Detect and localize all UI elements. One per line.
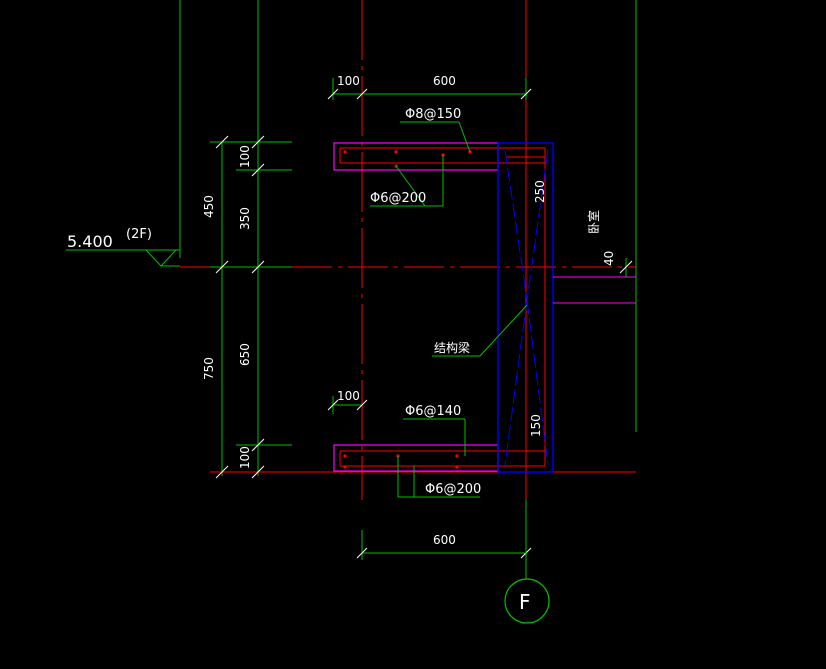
- rebar-label-top-main: Φ8@150: [405, 107, 461, 122]
- rebar-label-bottom-main: Φ6@140: [405, 404, 461, 419]
- dim-left-450: 450: [202, 195, 216, 218]
- dim-beam-150: 150: [529, 414, 543, 437]
- rebar-annotation-bottom-dist: Φ6@200: [397, 456, 481, 498]
- elevation-floor: (2F): [126, 227, 152, 242]
- top-dimension: 100 600: [327, 74, 532, 100]
- adjacent-slab: 40 卧室: [553, 210, 636, 304]
- rebar-annotation-top-main: Φ8@150: [400, 107, 471, 153]
- structural-beam: 250 150: [497, 142, 554, 473]
- elevation-marker: 5.400 (2F): [66, 227, 180, 267]
- beam-label: 结构梁: [434, 340, 470, 355]
- bottom-slab: [333, 444, 546, 472]
- elevation-value: 5.400: [67, 232, 113, 251]
- dim-bottom-600: 600: [433, 533, 456, 547]
- dim-top-100: 100: [337, 74, 360, 88]
- bottom-dimension-100: 100: [327, 389, 368, 414]
- axis-lines: [180, 0, 637, 580]
- room-label: 卧室: [586, 210, 601, 234]
- dim-inner-100-top: 100: [238, 145, 252, 168]
- rebar-label-bottom-dist: Φ6@200: [425, 482, 481, 497]
- left-guides: [179, 0, 292, 476]
- dim-top-600: 600: [433, 74, 456, 88]
- bottom-dimension-600: 600: [356, 530, 532, 560]
- axis-bubble-label: F: [519, 590, 531, 614]
- dim-left-750: 750: [202, 357, 216, 380]
- dim-inner-650: 650: [238, 343, 252, 366]
- dim-beam-250: 250: [533, 180, 547, 203]
- rebar-label-top-dist: Φ6@200: [370, 191, 426, 206]
- dim-inner-100-bottom: 100: [238, 446, 252, 469]
- axis-bubble-f: F: [504, 500, 550, 624]
- rebar-annotation-top-dist: Φ6@200: [370, 155, 444, 207]
- left-dim-ticks: [215, 135, 265, 479]
- beam-annotation: 结构梁: [432, 304, 528, 357]
- dim-bottom-100: 100: [337, 389, 360, 403]
- dim-right-40: 40: [602, 251, 616, 266]
- rebar-annotation-bottom-main: Φ6@140: [403, 404, 466, 456]
- dim-inner-350: 350: [238, 207, 252, 230]
